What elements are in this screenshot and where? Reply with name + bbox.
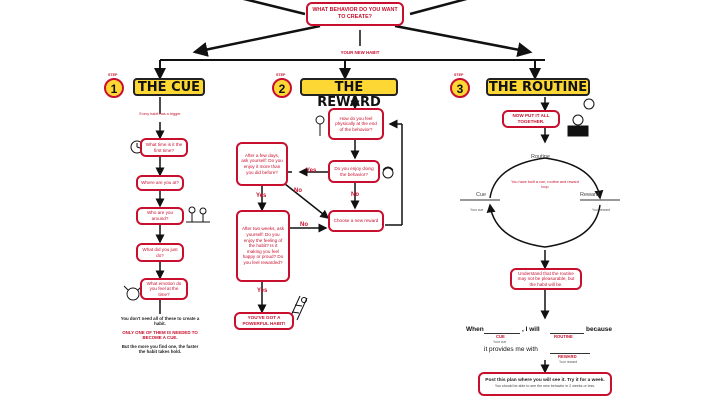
plan-routine-label: ROUTINE xyxy=(554,334,573,339)
loop-routine-label: Routine xyxy=(531,154,550,160)
cue-time-text: What time is it the first time? xyxy=(145,141,183,153)
reward-two-weeks-text: After two weeks, ask yourself: Do you en… xyxy=(241,226,285,265)
plan-reward-blank xyxy=(550,353,590,354)
thinking-person-illustration xyxy=(315,115,325,136)
cue-title: THE CUE xyxy=(133,78,205,96)
plan-cue-blank xyxy=(484,333,520,334)
routine-title: THE ROUTINE xyxy=(486,78,590,96)
plan-cue-sub: Your cue xyxy=(493,340,507,344)
new-habit-label: YOUR NEW HABIT xyxy=(340,50,380,55)
powerful-habit-text: YOU'VE GOT A POWERFUL HABIT! xyxy=(242,315,286,326)
woman-illustration xyxy=(382,166,394,179)
step-1-label: STEP xyxy=(108,73,118,77)
pleasurable-note-box: Understand that the routine may not be p… xyxy=(510,268,582,290)
reward-few-days-text: After a few days, ask yourself: Do you e… xyxy=(241,152,283,175)
pleasurable-note-text: Understand that the routine may not be p… xyxy=(517,270,575,287)
reward-enjoy-box: Do you enjoy doing the behavior? xyxy=(328,160,380,183)
reward-physical-box: How do you feel physically at the end of… xyxy=(328,108,384,140)
put-together-text: NOW PUT IT ALL TOGETHER. xyxy=(512,113,550,124)
plan-reward-sub: Your reward xyxy=(559,360,578,364)
post-plan-subtext: You should be able to see the new behavi… xyxy=(494,384,596,388)
cue-did-box: What did you just do? xyxy=(136,243,184,262)
choose-new-reward-text: Choose a new reward xyxy=(333,218,379,224)
cue-emotion-text: What emotion do you feel at the time? xyxy=(146,280,182,297)
step-2-badge: 2 xyxy=(272,78,292,98)
cue-time-box: What time is it the first time? xyxy=(140,138,188,157)
few-days-no-label: No xyxy=(294,188,302,194)
plan-i-will-text: , I will xyxy=(522,326,540,333)
cue-where-text: Where are you at? xyxy=(141,180,179,186)
person-at-desk-illustration xyxy=(567,98,595,137)
reward-two-weeks-box: After two weeks, ask yourself: Do you en… xyxy=(236,210,290,282)
cue-who-text: Who are you around? xyxy=(146,210,174,221)
two-weeks-yes-label: Yes xyxy=(257,288,268,294)
step-3-label: STEP xyxy=(454,73,464,77)
plan-because-text: because xyxy=(586,326,613,333)
plan-when-text: When xyxy=(466,326,484,333)
cue-emotion-box: What emotion do you feel at the time? xyxy=(140,278,188,300)
people-illustration xyxy=(186,206,210,223)
cue-footer-3: But the more you find one, the faster th… xyxy=(121,344,199,355)
step-1-badge: 1 xyxy=(104,78,124,98)
step-2-label: STEP xyxy=(276,73,286,77)
loop-center-text: You have built a cue, routine and reward… xyxy=(511,180,579,190)
plan-routine-blank xyxy=(550,333,584,334)
loop-cue-sub: Your cue xyxy=(470,208,484,212)
cue-footer-1: You don't need all of these to create a … xyxy=(120,316,200,327)
loop-cue-label: Cue xyxy=(476,192,487,198)
cue-who-box: Who are you around? xyxy=(136,207,184,225)
powerful-habit-box: YOU'VE GOT A POWERFUL HABIT! xyxy=(234,312,294,330)
enjoy-no-label: No xyxy=(351,192,359,198)
cue-did-text: What did you just do? xyxy=(142,246,178,258)
plan-cue-label: CUE xyxy=(496,334,505,339)
two-weeks-no-label: No xyxy=(300,222,308,228)
plan-provides-text: it provides me with xyxy=(484,346,538,353)
cue-trigger-note: Every habit has a trigger xyxy=(139,112,181,116)
cue-where-box: Where are you at? xyxy=(136,175,184,191)
few-days-yes-label: Yes xyxy=(256,193,267,199)
plan-reward-label: REWARD xyxy=(558,354,577,359)
post-plan-box: Post this plan where you will see it. Tr… xyxy=(478,372,612,396)
reward-enjoy-text: Do you enjoy doing the behavior? xyxy=(334,165,374,177)
behavior-question-box: WHAT BEHAVIOR DO YOU WANT TO CREATE? xyxy=(306,2,404,26)
reward-few-days-box: After a few days, ask yourself: Do you e… xyxy=(236,142,288,186)
behavior-question-text: WHAT BEHAVIOR DO YOU WANT TO CREATE? xyxy=(312,7,398,20)
step-3-badge: 3 xyxy=(450,78,470,98)
loop-reward-label: Reward xyxy=(580,192,599,198)
enjoy-yes-label: Yes xyxy=(306,168,317,174)
cue-footer-2: ONLY ONE OF THEM IS NEEDED TO BECOME A C… xyxy=(122,330,198,341)
choose-new-reward-box: Choose a new reward xyxy=(328,210,384,232)
ladder-climber-illustration xyxy=(289,295,308,321)
reward-title: THE REWARD xyxy=(300,78,398,110)
loop-reward-sub: Your reward xyxy=(592,208,611,212)
put-together-box: NOW PUT IT ALL TOGETHER. xyxy=(502,110,560,128)
reward-physical-text: How do you feel physically at the end of… xyxy=(335,115,377,132)
post-plan-text: Post this plan where you will see it. Tr… xyxy=(485,378,605,384)
